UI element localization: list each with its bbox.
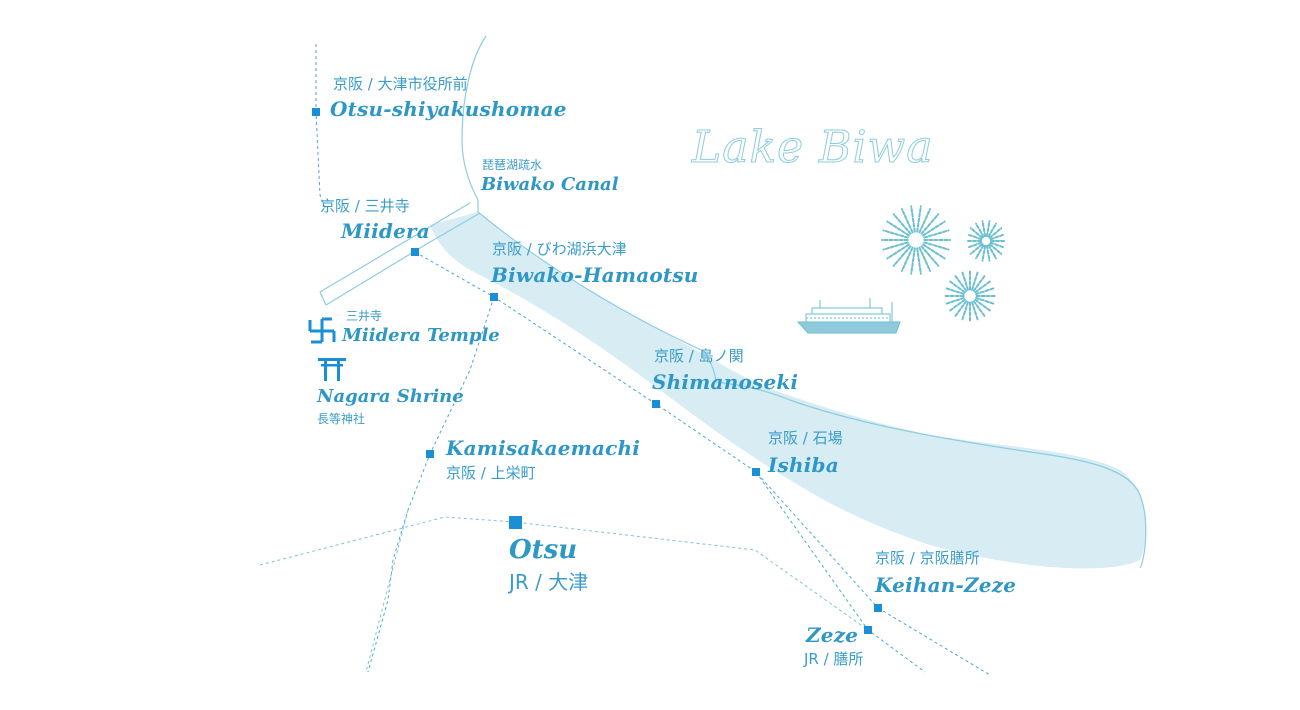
station-miidera-jp: 京阪 / 三井寺 (320, 197, 410, 215)
sightseeing-boat-icon (796, 298, 901, 334)
fireworks-icon (881, 205, 1007, 323)
station-marker-shimanoseki[interactable] (652, 400, 660, 408)
temple-manji-icon (308, 317, 336, 344)
station-kamisakaemachi-jp: 京阪 / 上栄町 (446, 464, 536, 482)
station-zeze-jp: JR / 膳所 (804, 650, 864, 668)
station-miidera-en[interactable]: Miidera (341, 219, 430, 243)
station-otsu-jp: JR / 大津 (509, 570, 589, 594)
station-otsu-shiyakushomae-en[interactable]: Otsu-shiyakushomae (330, 97, 567, 121)
landmark-biwako-canal-jp: 琵琶湖疏水 (482, 158, 543, 172)
station-marker-ishiba[interactable] (752, 468, 760, 476)
station-shimanoseki-jp: 京阪 / 島ノ関 (654, 347, 744, 365)
jr-line (259, 516, 869, 631)
lake-biwa-water (430, 212, 1146, 569)
landmark-nagara-shrine-jp: 長等神社 (317, 412, 366, 426)
station-keihan-zeze-jp: 京阪 / 京阪膳所 (875, 549, 980, 567)
canal-bank-upper (319, 202, 471, 293)
station-marker-otsu-shiyakushomae[interactable] (312, 108, 320, 116)
landmark-nagara-shrine-en[interactable]: Nagara Shrine (317, 386, 464, 407)
station-shimanoseki-en[interactable]: Shimanoseki (652, 370, 799, 394)
landmark-biwako-canal-en[interactable]: Biwako Canal (481, 174, 619, 195)
landmark-miidera-temple-en[interactable]: Miidera Temple (342, 325, 500, 346)
lake-biwa-title: Lake Biwa (691, 122, 934, 174)
torii-shrine-icon (318, 358, 346, 381)
station-kamisakaemachi-en[interactable]: Kamisakaemachi (446, 436, 641, 460)
station-marker-kamisakaemachi[interactable] (426, 450, 434, 458)
station-zeze-en[interactable]: Zeze (806, 623, 859, 647)
station-marker-zeze[interactable] (864, 626, 872, 634)
station-keihan-zeze-en[interactable]: Keihan-Zeze (875, 573, 1017, 597)
station-biwako-hamaotsu-en[interactable]: Biwako-Hamaotsu (491, 263, 699, 287)
lake-shoreline (461, 35, 1147, 569)
station-ishiba-en[interactable]: Ishiba (768, 453, 839, 477)
station-biwako-hamaotsu-jp: 京阪 / びわ湖浜大津 (492, 240, 627, 258)
station-ishiba-jp: 京阪 / 石場 (768, 429, 843, 447)
landmark-miidera-temple-jp: 三井寺 (346, 309, 383, 323)
canal-bank-end (319, 291, 327, 306)
station-marker-otsu[interactable] (509, 516, 522, 529)
station-marker-miidera[interactable] (411, 248, 419, 256)
station-otsu-en[interactable]: Otsu (509, 535, 578, 565)
station-marker-keihan-zeze[interactable] (874, 604, 882, 612)
station-marker-biwako-hamaotsu[interactable] (490, 293, 498, 301)
canal-bank-lower (325, 212, 481, 306)
jr-line-south (365, 509, 409, 673)
station-otsu-shiyakushomae-jp: 京阪 / 大津市役所前 (333, 75, 468, 93)
